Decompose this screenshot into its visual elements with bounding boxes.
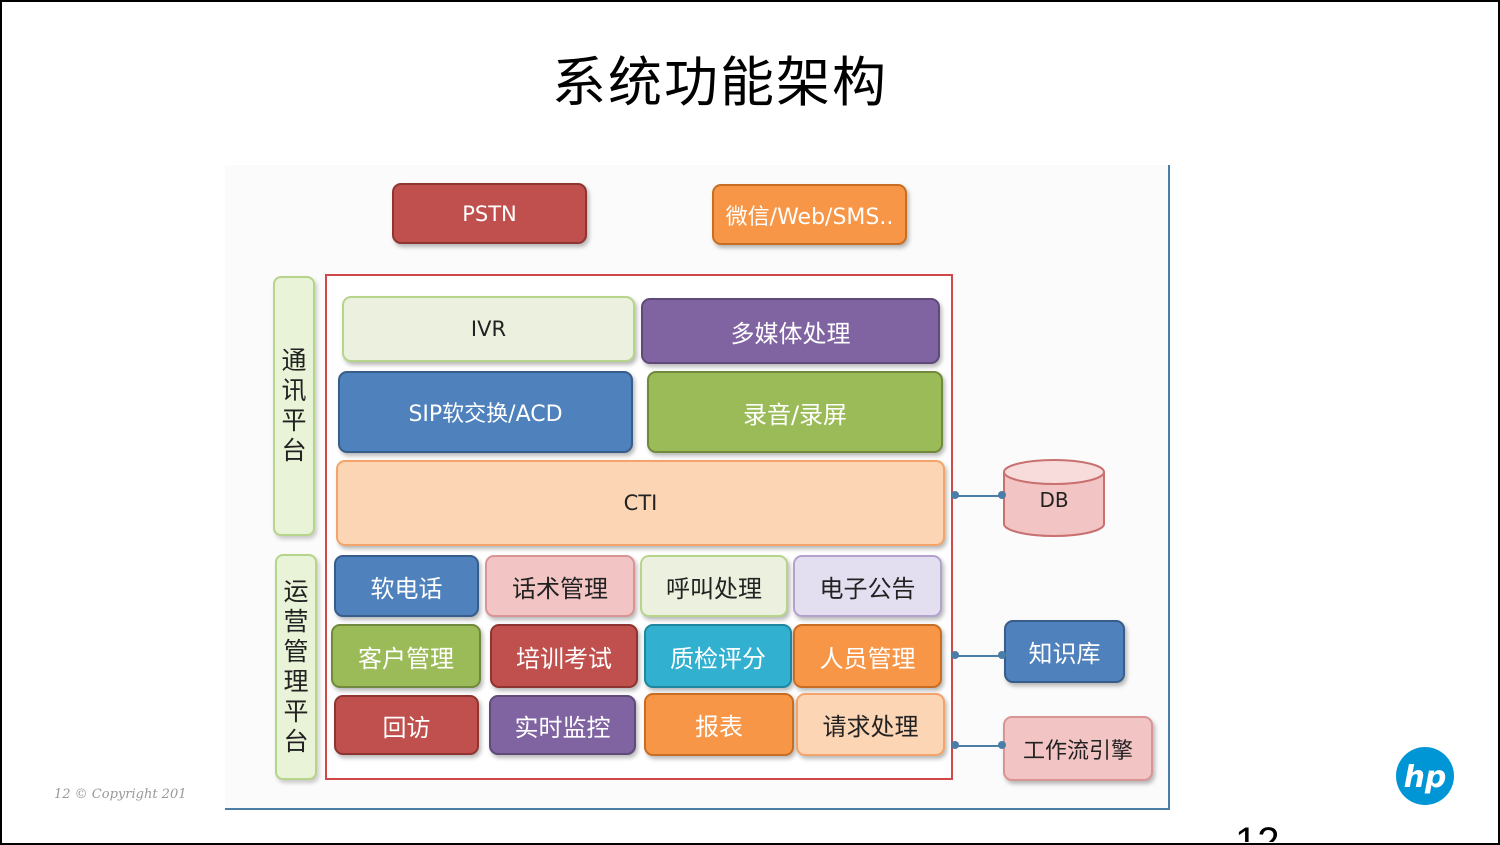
core-knowledge-connector	[953, 655, 1003, 657]
training-exam-box: 培训考试	[490, 624, 638, 688]
connector-dot	[998, 741, 1006, 749]
staff-management-box: 人员管理	[793, 624, 942, 688]
script-management-box: 话术管理	[485, 555, 635, 617]
realtime-monitoring-box: 实时监控	[489, 695, 636, 755]
comm-char: 讯	[281, 376, 307, 405]
workflow-engine-box: 工作流引擎	[1003, 716, 1153, 781]
customer-management-box: 客户管理	[331, 624, 481, 688]
pstn-box: PSTN	[392, 183, 587, 244]
ops-char: 营	[283, 607, 309, 636]
ops-char: 管	[283, 637, 309, 666]
db-label: DB	[1039, 488, 1069, 512]
wechat-web-sms-box: 微信/Web/SMS..	[712, 184, 907, 245]
recording-box: 录音/录屏	[647, 371, 943, 453]
core-workflow-connector	[953, 745, 1003, 747]
revisit-box: 回访	[334, 695, 479, 755]
slide-title: 系统功能架构	[552, 51, 888, 114]
cti-box: CTI	[336, 460, 945, 546]
connector-dot	[951, 651, 959, 659]
sip-acd-box: SIP软交换/ACD	[338, 371, 633, 453]
ops-char: 平	[283, 697, 309, 726]
copyright-footer: 12 © Copyright 201	[54, 787, 187, 802]
ops-platform-label: 运 营 管 理 平 台	[275, 554, 317, 780]
comm-char: 平	[281, 406, 307, 435]
quality-scoring-box: 质检评分	[644, 624, 792, 688]
comm-platform-label: 通 讯 平 台	[273, 276, 315, 536]
call-handling-box: 呼叫处理	[640, 555, 788, 617]
knowledge-base-box: 知识库	[1004, 620, 1125, 683]
ivr-box: IVR	[342, 296, 635, 362]
svg-text:hp: hp	[1404, 760, 1447, 795]
comm-char: 台	[281, 436, 307, 465]
ops-char: 理	[283, 667, 309, 696]
ops-char: 运	[283, 577, 309, 606]
connector-dot	[951, 491, 959, 499]
ops-char: 台	[283, 727, 309, 756]
cti-db-connector	[953, 495, 1003, 497]
reports-box: 报表	[644, 693, 794, 756]
connector-dot	[998, 651, 1006, 659]
database-cylinder-icon	[1003, 459, 1105, 537]
bulletin-box: 电子公告	[793, 555, 942, 617]
page-number: 12	[1235, 820, 1280, 842]
softphone-box: 软电话	[334, 555, 479, 617]
request-handling-box: 请求处理	[796, 693, 945, 756]
comm-char: 通	[281, 346, 307, 375]
hp-logo-icon: hp	[1396, 747, 1454, 805]
connector-dot	[998, 491, 1006, 499]
multimedia-box: 多媒体处理	[641, 298, 940, 364]
connector-dot	[951, 741, 959, 749]
